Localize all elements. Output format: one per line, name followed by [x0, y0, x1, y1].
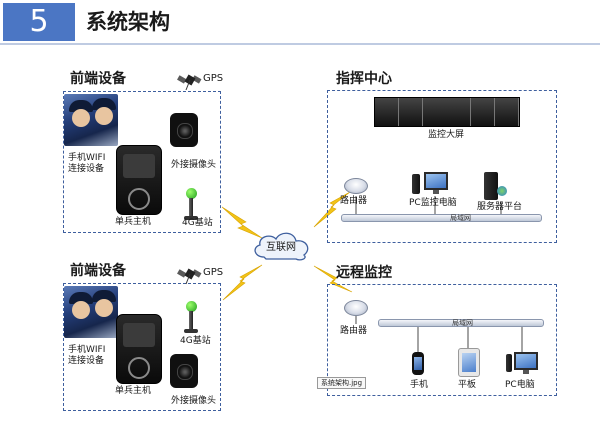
title-divider	[0, 43, 600, 45]
command-center-title: 指挥中心	[336, 71, 392, 87]
section-number-badge: 5	[3, 3, 75, 41]
tablet-icon	[458, 348, 480, 377]
front-device-panel-bottom	[63, 283, 221, 411]
remote-monitor-title: 远程监控	[336, 265, 392, 281]
phone-wifi-label-bottom-1: 手机WIFI	[68, 345, 106, 355]
front-device-panel-top	[63, 91, 221, 233]
remote-lan-label: 局域网	[452, 319, 473, 327]
host-label-top: 单兵主机	[115, 217, 152, 227]
remote-pc-label: PC电脑	[505, 380, 535, 390]
image-filename-tag: 系统架构.jpg	[317, 377, 367, 389]
base-station-label-top: 4G基站	[182, 218, 213, 228]
command-lan-bar	[341, 214, 542, 222]
server-icon	[484, 172, 498, 200]
camera-icon	[170, 354, 198, 388]
phone-icon	[412, 352, 424, 375]
base-station-label-bottom: 4G基站	[180, 336, 211, 346]
router-icon	[344, 300, 368, 316]
pc-stand	[523, 370, 529, 374]
internet-label: 互联网	[266, 242, 296, 253]
gps-label-top: GPS	[203, 73, 224, 84]
remote-lan-bar	[378, 319, 544, 327]
tower-icon	[178, 188, 204, 222]
remote-router-label: 路由器	[340, 326, 368, 336]
camera-label-bottom: 外接摄像头	[171, 396, 217, 406]
pc-stand	[433, 190, 439, 194]
monitor-wall-label: 监控大屏	[428, 130, 465, 140]
pc-tower-icon	[506, 354, 512, 372]
remote-tablet-label: 平板	[458, 380, 477, 390]
host-device-icon	[116, 314, 162, 384]
front-device-title-top: 前端设备	[70, 71, 126, 87]
host-label-bottom: 单兵主机	[115, 386, 152, 396]
phone-wifi-label-top-1: 手机WIFI	[68, 153, 106, 163]
page-title: 系统架构	[86, 10, 170, 34]
officer-photo	[64, 94, 118, 146]
remote-phone-label: 手机	[410, 380, 429, 390]
cloud-icon	[254, 232, 309, 261]
pc-icon	[514, 352, 538, 370]
phone-wifi-label-bottom-2: 连接设备	[68, 356, 105, 366]
monitor-wall-icon	[374, 97, 520, 127]
lightning-icon	[222, 264, 263, 301]
host-device-icon	[116, 145, 162, 215]
command-router-label: 路由器	[340, 196, 368, 206]
globe-icon	[497, 186, 507, 196]
gps-label-bottom: GPS	[203, 267, 224, 278]
tower-icon	[178, 301, 204, 335]
phone-wifi-label-top-2: 连接设备	[68, 164, 105, 174]
lightning-icon	[313, 265, 353, 293]
front-device-title-bottom: 前端设备	[70, 263, 126, 279]
command-center-panel	[327, 90, 557, 243]
command-pc-label: PC监控电脑	[409, 198, 457, 208]
router-icon	[344, 178, 368, 194]
pc-icon	[424, 172, 448, 190]
camera-label-top: 外接摄像头	[171, 160, 217, 170]
satellite-icon	[177, 268, 202, 285]
camera-icon	[170, 113, 198, 147]
officer-photo	[64, 286, 118, 338]
server-label: 服务器平台	[477, 202, 523, 212]
remote-monitor-panel	[327, 284, 557, 396]
command-lan-label: 局域网	[450, 214, 471, 222]
satellite-icon	[177, 74, 202, 91]
pc-tower-icon	[412, 174, 420, 194]
